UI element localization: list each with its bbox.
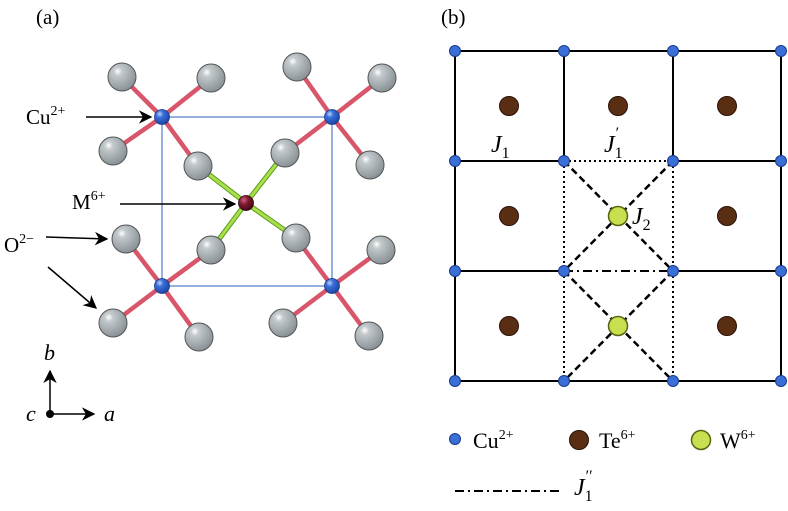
unit-cell <box>161 116 333 287</box>
cu-sites <box>449 45 787 387</box>
te-sites <box>499 96 737 336</box>
legend-w-marker <box>690 429 712 451</box>
oxygen-atoms <box>98 52 397 352</box>
panel-b-label: (b) <box>441 5 466 29</box>
a-axis-label: a <box>104 401 115 426</box>
legend: Cu2+ Te6+ W6+ J1′′ <box>449 428 756 505</box>
o-arrow-1 <box>45 231 109 246</box>
b-axis-label: b <box>44 340 55 365</box>
cu-label: Cu2+ <box>26 104 66 129</box>
copper-atoms <box>154 109 340 294</box>
o-label: O2− <box>4 232 34 257</box>
legend-te-marker <box>569 430 589 450</box>
panel-a: (a) <box>4 5 397 426</box>
w-sites <box>607 205 629 337</box>
legend-cu-marker <box>449 433 461 445</box>
legend-cu-label: Cu2+ <box>473 428 514 453</box>
m-atom <box>238 195 254 211</box>
j2-bonds <box>563 160 674 382</box>
j1-bonds <box>454 50 782 382</box>
legend-te-label: Te6+ <box>599 428 636 453</box>
j1-prime-bonds <box>563 160 674 382</box>
j1-label: J1 <box>491 132 510 162</box>
legend-j1-double-prime-label: J1′′ <box>574 468 593 505</box>
legend-w-label: W6+ <box>720 428 756 453</box>
m-label: M6+ <box>72 189 106 214</box>
j1-prime-label: J1′ <box>604 125 623 162</box>
panel-b: (b) <box>441 5 787 387</box>
panel-a-label: (a) <box>36 5 59 29</box>
c-axis-label: c <box>26 401 36 426</box>
o-arrow-2 <box>47 266 98 309</box>
j2-label: J2 <box>632 204 651 234</box>
c-axis-dot <box>46 410 54 418</box>
